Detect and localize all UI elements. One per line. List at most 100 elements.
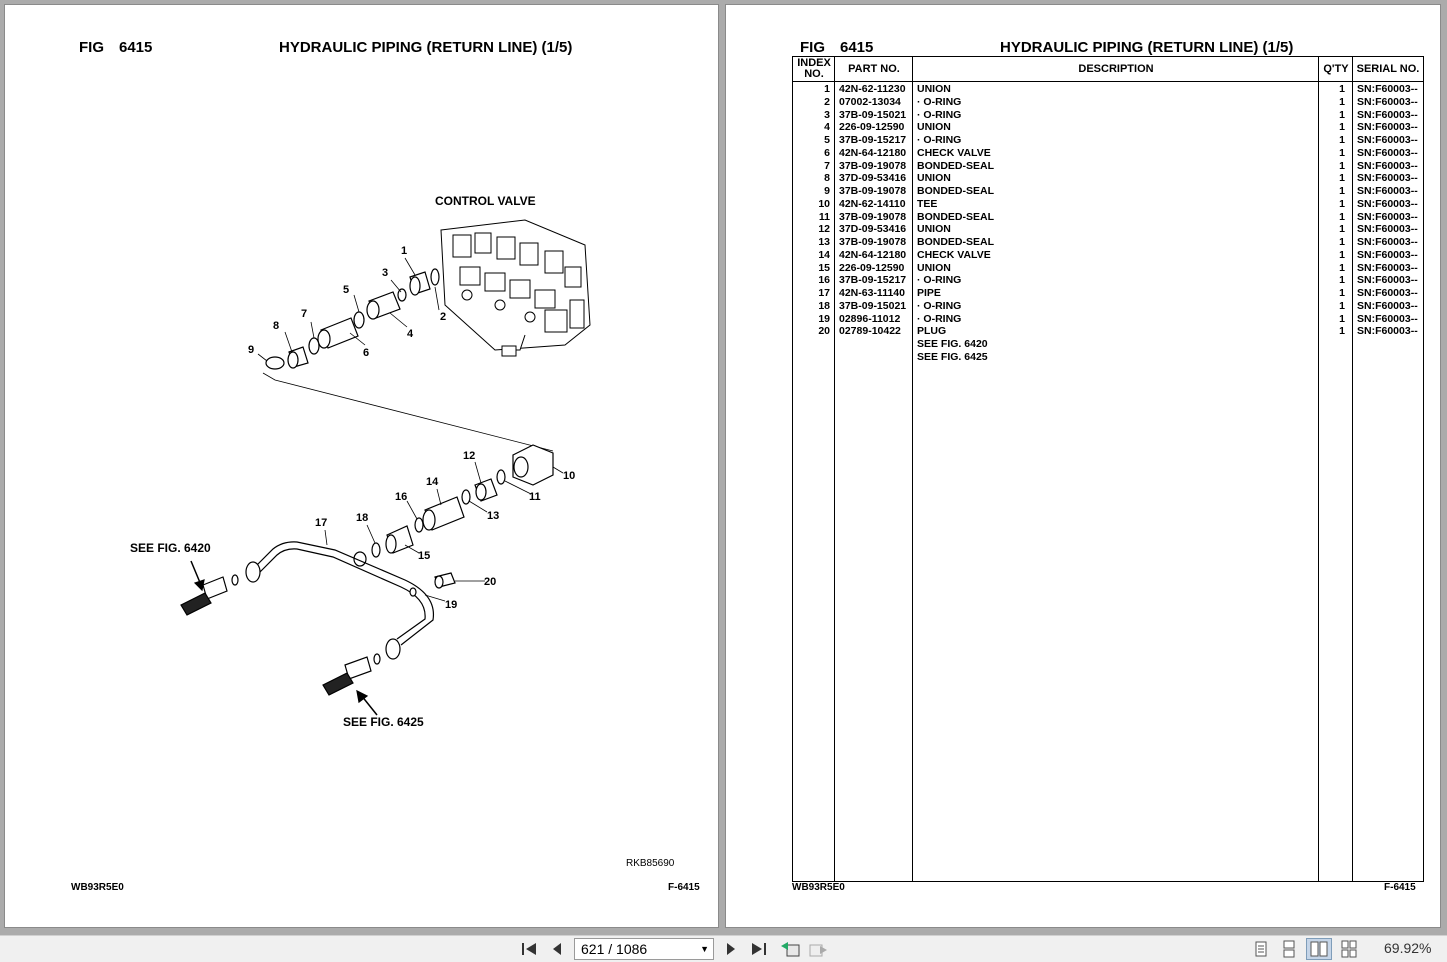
first-page-icon[interactable] (518, 938, 540, 960)
qty-cell: 1 (1339, 134, 1345, 146)
part-no-cell: 42N-62-11230 (839, 83, 906, 95)
qty-cell: 1 (1339, 185, 1345, 197)
part-no-cell: 37B-09-15217 (839, 274, 907, 287)
fig-number: 6415 (840, 39, 874, 56)
part-no-cell: 226-09-12590 (839, 261, 905, 274)
index-cell: 20 (818, 325, 830, 338)
description-cell: SEE FIG. 6420 (917, 338, 988, 350)
index-cell: 19 (818, 312, 830, 325)
page-number-value: 621 / 1086 (581, 941, 648, 957)
fig-number: 6415 (119, 39, 153, 56)
qty-cell: 1 (1339, 299, 1345, 312)
serial-no-cell: SN:F60003-- (1357, 185, 1418, 197)
control-valve-drawing (440, 219, 591, 357)
part-no-cell: 37B-09-15217 (839, 134, 907, 146)
serial-no-cell: SN:F60003-- (1357, 134, 1418, 146)
facing-pages-view-icon[interactable] (1306, 938, 1332, 960)
header-serial-no: SERIAL NO. (1353, 57, 1423, 82)
qty-cell: 1 (1339, 172, 1345, 185)
serial-no-cell: SN:F60003-- (1357, 159, 1418, 172)
callout-5: 5 (343, 284, 349, 296)
serial-no-cell: SN:F60003-- (1357, 261, 1418, 274)
description-cell: · O-RING (917, 274, 962, 287)
callout-8: 8 (273, 320, 279, 332)
serial-no-cell: SN:F60003-- (1357, 248, 1418, 261)
description-cell: · O-RING (917, 95, 962, 108)
serial-no-cell: SN:F60003-- (1357, 312, 1418, 325)
fig-label: FIG (800, 39, 825, 56)
table-row: SEE FIG. 6425 (793, 351, 1423, 364)
qty-cell: 1 (1339, 312, 1345, 325)
callout-1: 1 (401, 245, 407, 257)
description-cell: BONDED-SEAL (917, 159, 995, 172)
part-no-cell: 37D-09-53416 (839, 223, 907, 236)
index-cell: 15 (818, 261, 830, 274)
single-page-view-icon[interactable] (1250, 938, 1272, 960)
continuous-facing-view-icon[interactable] (1338, 938, 1360, 960)
callout-20: 20 (484, 576, 496, 588)
leader-upper (262, 372, 554, 452)
callout-2: 2 (440, 311, 446, 323)
header-qty: Q'TY (1319, 57, 1353, 82)
go-forward-icon[interactable] (806, 938, 830, 960)
description-cell: BONDED-SEAL (917, 236, 995, 248)
callout-14: 14 (426, 476, 439, 488)
index-cell: 8 (824, 172, 830, 185)
callout-7: 7 (301, 308, 307, 320)
qty-cell: 1 (1339, 248, 1345, 261)
part-no-cell: 37B-09-19078 (839, 185, 907, 197)
part-no-cell: 42N-63-11140 (839, 287, 905, 299)
part-no-cell: 42N-64-12180 (839, 248, 907, 261)
qty-cell: 1 (1339, 197, 1345, 210)
qty-cell: 1 (1339, 325, 1345, 338)
zoom-level[interactable]: 69.92% (1384, 940, 1432, 956)
description-cell: BONDED-SEAL (917, 210, 995, 223)
exploded-parts-diagram: CONTROL VALVE (130, 194, 675, 869)
index-cell: 14 (818, 248, 830, 261)
index-cell: 11 (818, 210, 830, 223)
column-divider (834, 57, 835, 881)
description-cell: PLUG (917, 325, 947, 338)
qty-cell: 1 (1339, 287, 1345, 299)
serial-no-cell: SN:F60003-- (1357, 274, 1418, 287)
qty-cell: 1 (1339, 223, 1345, 236)
chevron-down-icon[interactable]: ▼ (700, 944, 709, 954)
serial-no-cell: SN:F60003-- (1357, 121, 1418, 134)
column-divider (912, 57, 913, 881)
part-no-cell: 42N-62-14110 (839, 197, 906, 210)
next-page-icon[interactable] (720, 938, 742, 960)
table-row: SEE FIG. 6420 (793, 338, 1423, 351)
description-cell: PIPE (917, 287, 941, 299)
part-no-cell: 37B-09-19078 (839, 210, 907, 223)
callout-6: 6 (363, 347, 369, 359)
description-cell: UNION (917, 223, 951, 236)
continuous-view-icon[interactable] (1278, 938, 1300, 960)
go-back-icon[interactable] (778, 938, 802, 960)
index-cell: 18 (818, 299, 830, 312)
qty-cell: 1 (1339, 83, 1345, 95)
description-cell: UNION (917, 121, 951, 134)
previous-page-icon[interactable] (546, 938, 568, 960)
last-page-icon[interactable] (748, 938, 770, 960)
callout-10: 10 (563, 470, 575, 482)
page-number-input[interactable]: 621 / 1086 ▼ (574, 938, 714, 960)
part-no-cell: 37B-09-15021 (839, 108, 907, 121)
callout-4: 4 (407, 328, 414, 340)
callout-18: 18 (356, 512, 368, 524)
serial-no-cell: SN:F60003-- (1357, 197, 1418, 210)
qty-cell: 1 (1339, 261, 1345, 274)
index-cell: 1 (824, 83, 830, 95)
serial-no-cell: SN:F60003-- (1357, 236, 1418, 248)
index-cell: 12 (818, 223, 830, 236)
